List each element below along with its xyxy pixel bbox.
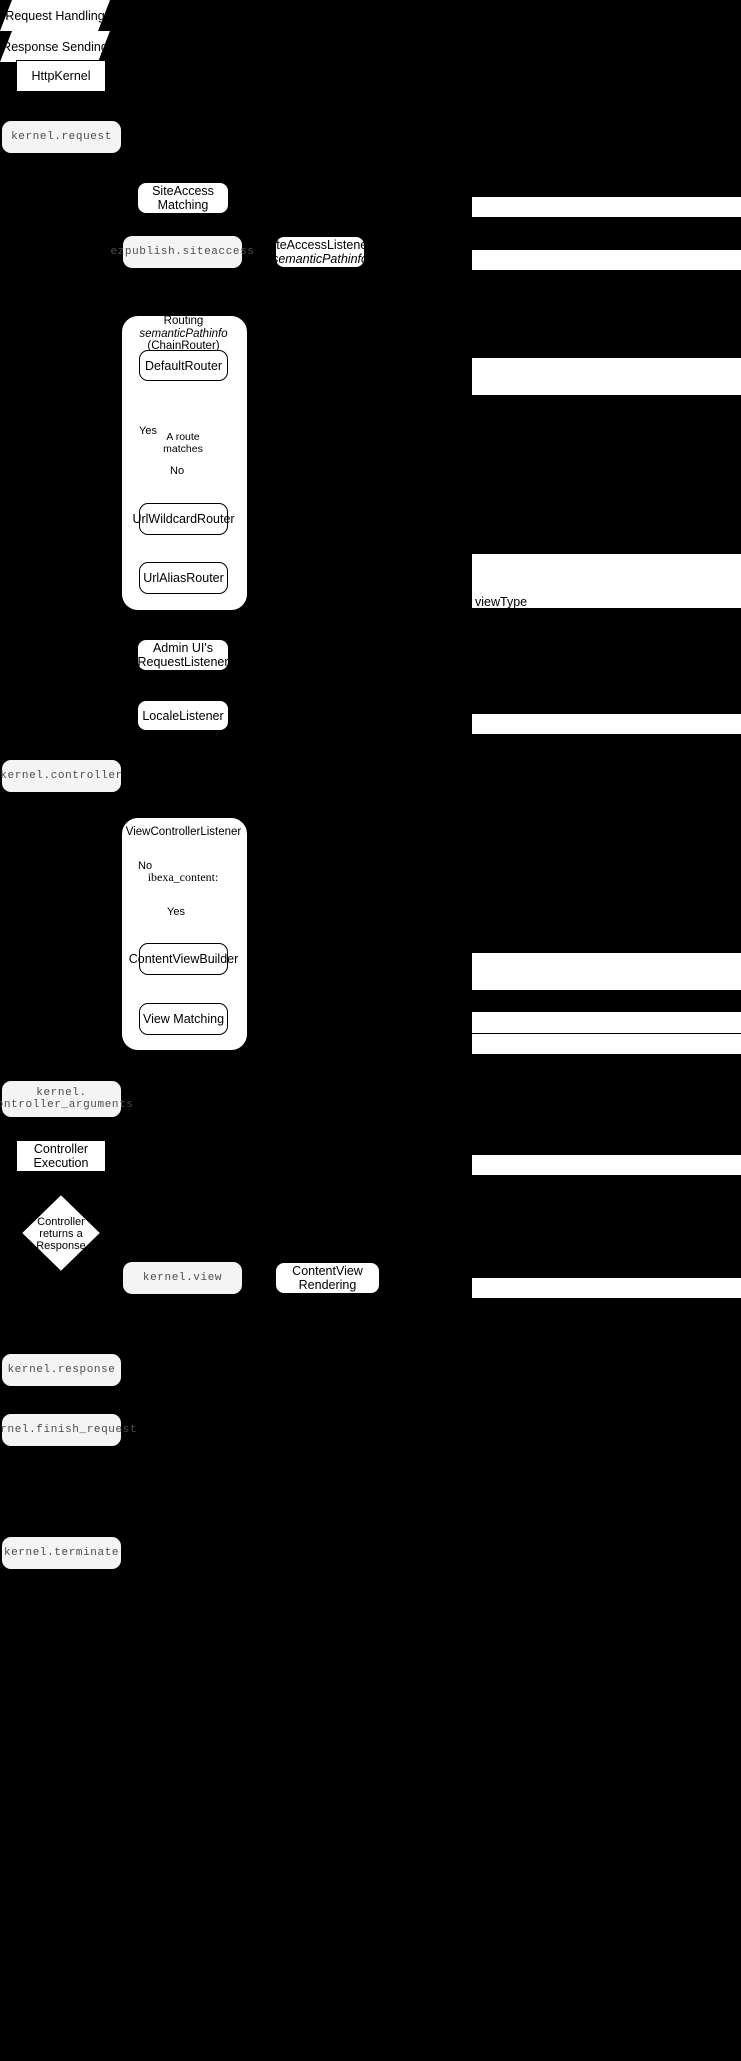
event-kernel-view: kernel.view [123, 1262, 242, 1294]
decision-label-line1: A route [166, 431, 200, 444]
event-kernel-response: kernel.response [2, 1354, 121, 1386]
group-view-controller-listener-title: ViewControllerListener [122, 824, 245, 840]
event-kernel-controller-arguments: kernel. controller_arguments [0, 1081, 133, 1117]
event-label: kernel.finish_request [0, 1423, 138, 1436]
group-routing-title-line2: (ChainRouter) [147, 340, 220, 353]
node-label: ContentView Rendering [292, 1264, 363, 1292]
edge-label-no-route: No [170, 465, 185, 477]
attr-box-view: view [471, 1033, 741, 1070]
attr-line: _controller [475, 454, 534, 469]
node-label-line2: RequestListener [137, 655, 229, 669]
node-admin-ui-request-listener: Admin UI's RequestListener [137, 639, 229, 671]
node-label: UrlWildcardRouter [132, 512, 235, 526]
node-label-line2: semanticPathinfo [272, 252, 368, 266]
node-label: Controller Execution [33, 1142, 89, 1170]
banner-request-handling: Request Handling [0, 0, 110, 31]
edge-label-yes-route: Yes [139, 425, 157, 437]
node-url-wildcard-router: UrlWildcardRouter [132, 503, 235, 535]
node-label: HttpKernel [31, 69, 91, 83]
node-view-matching: View Matching [139, 1003, 228, 1035]
edge-label-yes-content: Yes [167, 906, 185, 918]
decision-label: ibexa_content: [147, 870, 219, 885]
edge-label-no-content: No [138, 860, 153, 872]
node-siteaccess-matching: SiteAccess Matching [137, 182, 229, 214]
node-label-line1: SiteAccessListener: [265, 238, 375, 252]
node-label-line2: returns a [39, 1227, 83, 1240]
attr-box-response-view: response/view [471, 1154, 741, 1191]
event-kernel-request: kernel.request [2, 121, 121, 153]
decision-ibexa-content: ibexa_content: [147, 869, 219, 887]
attr-box-route-controller: _route _controller [471, 357, 741, 469]
event-label: kernel.view [142, 1271, 223, 1284]
node-content-view-builder: ContentViewBuilder [129, 943, 238, 975]
node-label: View Matching [142, 1012, 225, 1026]
event-kernel-controller: kernel.controller [0, 760, 123, 792]
decision-label-line2: matches [163, 443, 203, 455]
attr-line: viewType [475, 594, 528, 609]
node-label: LocaleListener [142, 708, 224, 723]
attr-box-siteaccess: siteaccess [471, 196, 741, 233]
node-label-line1: Admin UI's [152, 641, 214, 655]
attr-line: response/view [488, 1176, 569, 1191]
attr-line: view [488, 1055, 514, 1070]
attr-line: semanticPathinfo [488, 271, 585, 286]
attr-line: contentId [475, 650, 527, 665]
attr-line: templateIdentifier [475, 1052, 571, 1067]
node-locale-listener: LocaleListener [137, 700, 229, 731]
node-label-line3: Response [36, 1240, 86, 1253]
attr-line: _route [475, 398, 511, 413]
attr-box-response: response [471, 1277, 741, 1314]
attr-box-locale: _locale [471, 713, 741, 750]
node-label: SiteAccess Matching [152, 184, 214, 212]
event-label: kernel.controller [0, 769, 123, 782]
group-routing-title: Routing semanticPathinfo (ChainRouter) [122, 315, 245, 353]
node-label: UrlAliasRouter [143, 571, 224, 585]
group-routing-title-line1: Routing semanticPathinfo [122, 315, 245, 341]
event-label: kernel.response [7, 1363, 116, 1376]
event-label: kernel.request [11, 130, 112, 143]
event-ezpublish-siteaccess: ezpublish.siteaccess [110, 236, 254, 268]
banner-response-sending: Response Sending [0, 31, 110, 62]
decision-a-route-matches: A route matches [155, 430, 211, 458]
event-label: kernel.terminate [3, 1546, 120, 1559]
node-controller-returns-response: Controller returns a Response [28, 1210, 94, 1258]
attr-box-semantic-pathinfo: semanticPathinfo [471, 249, 741, 286]
attr-line: siteaccess [488, 218, 548, 233]
attr-line: response [488, 1299, 541, 1314]
event-kernel-terminate: kernel.terminate [2, 1537, 121, 1569]
node-label: DefaultRouter [144, 358, 223, 373]
node-label-line1: Controller [37, 1215, 85, 1228]
node-siteaccess-listener: SiteAccessListener: semanticPathinfo [265, 236, 375, 268]
attr-line: content [475, 993, 517, 1008]
event-label: ezpublish.siteaccess [110, 245, 255, 258]
banner-label: Response Sending [2, 39, 108, 54]
node-contentview-rendering: ContentView Rendering [275, 1262, 380, 1294]
node-controller-execution: Controller Execution [16, 1140, 106, 1172]
banner-label: Request Handling [5, 8, 105, 23]
routing-title-prefix: Routing [163, 314, 204, 327]
node-url-alias-router: UrlAliasRouter [139, 562, 228, 594]
routing-title-emphasis: semanticPathinfo [139, 327, 228, 340]
event-kernel-finish-request: kernel.finish_request [0, 1414, 137, 1446]
group-title-label: ViewControllerListener [125, 825, 242, 838]
node-default-router: DefaultRouter [139, 350, 228, 381]
node-http-kernel: HttpKernel [16, 60, 106, 92]
attr-box-view-content-location-id: viewType contentId locationId [471, 553, 741, 721]
event-label: kernel. controller_arguments [0, 1086, 134, 1111]
attr-line: controllerReference [475, 1108, 585, 1123]
node-label: ContentViewBuilder [128, 952, 239, 966]
attr-line: _locale [488, 735, 529, 750]
attr-box-content-location: content location [471, 952, 741, 1064]
